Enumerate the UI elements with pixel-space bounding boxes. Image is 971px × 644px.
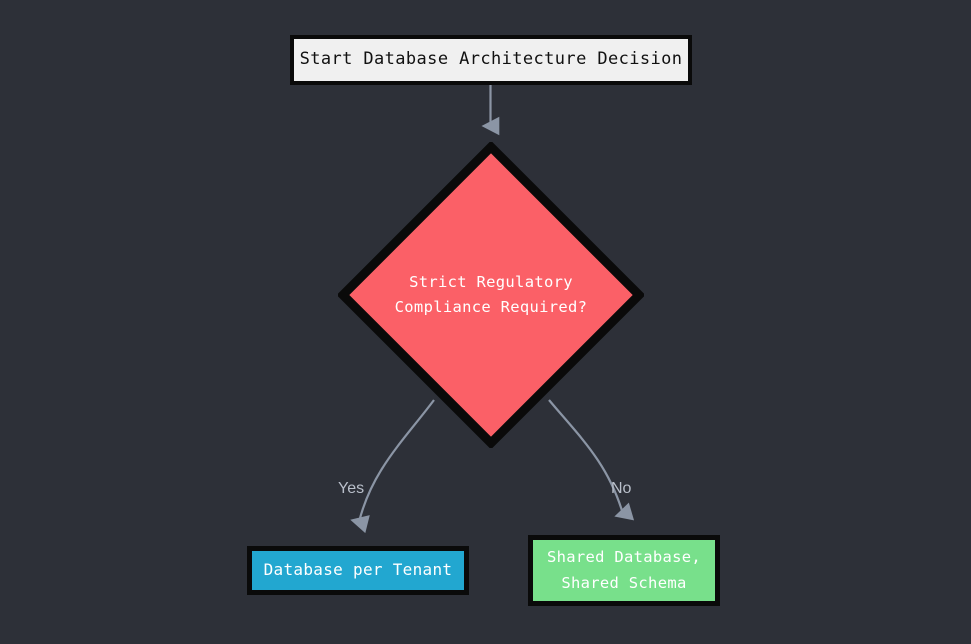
edge-label-yes: Yes [338, 480, 365, 497]
node-database-per-tenant[interactable]: Database per Tenant [247, 546, 469, 595]
edge-decision-to-shared-db [548, 399, 635, 521]
edge-label-no: No [611, 480, 632, 497]
node-start[interactable]: Start Database Architecture Decision [290, 35, 692, 85]
diamond-shape [338, 142, 644, 448]
node-decision[interactable]: Strict Regulatory Compliance Required? [338, 142, 644, 448]
node-shared-database-shared-schema[interactable]: Shared Database, Shared Schema [528, 535, 720, 606]
edge-decision-to-db-per-tenant [350, 399, 435, 534]
